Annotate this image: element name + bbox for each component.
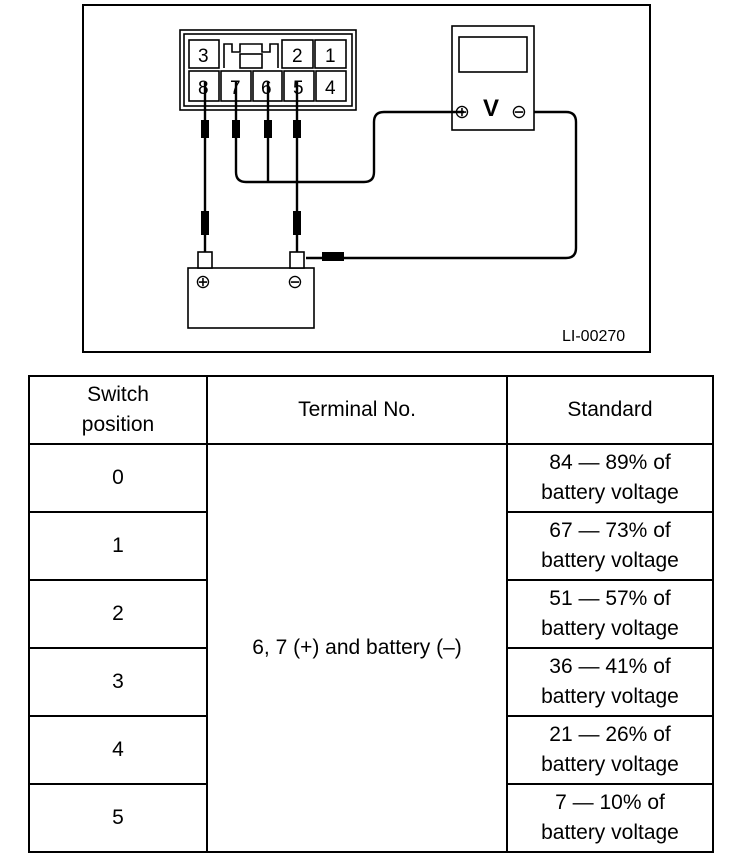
switch-position-cell: 4 <box>28 715 208 785</box>
standard-cell: 51 — 57% of battery voltage <box>506 579 714 649</box>
table-row: 1 67 — 73% of battery voltage <box>28 511 714 581</box>
table-row: 5 7 — 10% of battery voltage <box>28 783 714 853</box>
terminal-cell: 6, 7 (+) and battery (–) <box>206 443 508 853</box>
standard-line1: 7 — 10% of <box>555 791 665 814</box>
standard-line1: 51 — 57% of <box>549 587 671 610</box>
standard-line1: 21 — 26% of <box>549 723 671 746</box>
switch-position-cell: 5 <box>28 783 208 853</box>
standard-line1: 67 — 73% of <box>549 519 671 542</box>
pin-8-label: 8 <box>198 78 209 99</box>
standard-line1: 84 — 89% of <box>549 451 671 474</box>
standard-line1: 36 — 41% of <box>549 655 671 678</box>
switch-position-cell: 3 <box>28 647 208 717</box>
header-switch-line1: Switch <box>87 383 149 406</box>
standard-line2: battery voltage <box>541 617 679 640</box>
standard-cell: 84 — 89% of battery voltage <box>506 443 714 513</box>
battery-minus-icon: ⊖ <box>287 272 303 293</box>
spec-table: Switch position Terminal No. Standard 0 … <box>28 375 714 853</box>
table-row: 3 36 — 41% of battery voltage <box>28 647 714 717</box>
table-row: 4 21 — 26% of battery voltage <box>28 715 714 785</box>
battery-plus-icon: ⊕ <box>195 272 211 293</box>
meter-minus-icon: ⊖ <box>511 102 527 123</box>
standard-line2: battery voltage <box>541 481 679 504</box>
standard-line2: battery voltage <box>541 753 679 776</box>
wiring-diagram-svg: 3 2 1 8 7 6 5 4 <box>82 4 651 353</box>
figure-id: LI-00270 <box>562 328 625 345</box>
voltmeter-display <box>458 36 528 73</box>
battery <box>187 251 315 329</box>
meter-plus-icon: ⊕ <box>454 102 470 123</box>
table-row: 2 51 — 57% of battery voltage <box>28 579 714 649</box>
diagram-frame <box>82 4 651 353</box>
switch-position-cell: 0 <box>28 443 208 513</box>
pin-3-label: 3 <box>198 46 209 67</box>
standard-cell: 36 — 41% of battery voltage <box>506 647 714 717</box>
standard-line2: battery voltage <box>541 685 679 708</box>
pin-6-label: 6 <box>261 78 272 99</box>
table-header-row: Switch position Terminal No. Standard <box>28 375 714 445</box>
switch-position-cell: 1 <box>28 511 208 581</box>
header-standard: Standard <box>506 375 714 445</box>
table-row: 0 6, 7 (+) and battery (–) 84 — 89% of b… <box>28 443 714 853</box>
header-terminal: Terminal No. <box>206 375 508 445</box>
wiring-diagram: 3 2 1 8 7 6 5 4 <box>82 4 651 353</box>
standard-cell: 7 — 10% of battery voltage <box>506 783 714 853</box>
header-switch-position: Switch position <box>28 375 208 445</box>
standard-cell: 21 — 26% of battery voltage <box>506 715 714 785</box>
standard-cell: 67 — 73% of battery voltage <box>506 511 714 581</box>
pin-1-label: 1 <box>325 46 336 67</box>
header-switch-line2: position <box>81 413 155 436</box>
voltmeter-label: V <box>483 95 499 122</box>
pin-5-label: 5 <box>293 78 304 99</box>
probe-tips <box>201 120 344 261</box>
switch-position-cell: 2 <box>28 579 208 649</box>
standard-line2: battery voltage <box>541 549 679 572</box>
pin-2-label: 2 <box>292 46 303 67</box>
voltmeter: V ⊕ ⊖ <box>451 25 535 131</box>
pin-4-label: 4 <box>325 78 336 99</box>
standard-line2: battery voltage <box>541 821 679 844</box>
